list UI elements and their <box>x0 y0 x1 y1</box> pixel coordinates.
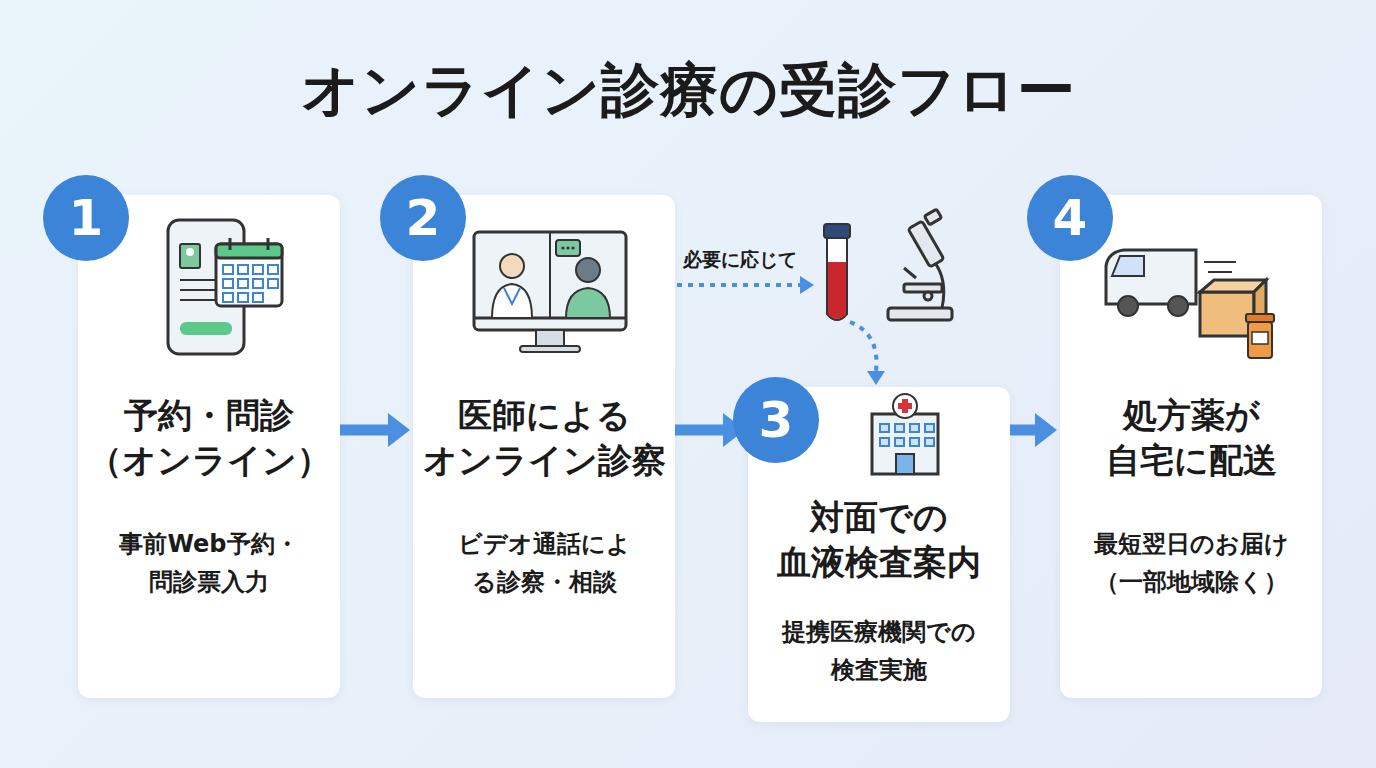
arrow-head <box>1035 413 1057 447</box>
callout-number: 1 <box>69 189 104 247</box>
step-description: ビデオ通話によ る診察・相談 <box>419 525 669 602</box>
step-heading: 対面での 血液検査案内 <box>754 495 1004 585</box>
arrow-head <box>867 371 885 385</box>
callout-number: 4 <box>1053 189 1088 247</box>
flow-arrow <box>677 276 885 385</box>
arrow-head <box>800 276 814 294</box>
edge-label: 必要に応じて <box>683 247 797 273</box>
process-box: 医師による オンライン診察ビデオ通話によ る診察・相談 <box>413 195 675 698</box>
step-number-circle: 1 <box>43 175 129 261</box>
step-heading: 予約・問診 （オンライン） <box>84 393 334 483</box>
diagram-title: オンライン診療の受診フロー <box>0 52 1376 130</box>
step-heading: 処方薬が 自宅に配送 <box>1066 393 1316 483</box>
flow-arrow <box>340 413 410 447</box>
test-tube-icon <box>824 224 850 320</box>
step-description: 最短翌日のお届け （一部地域除く） <box>1066 525 1316 602</box>
step-number-circle: 3 <box>733 377 819 463</box>
callout-number: 3 <box>759 391 794 449</box>
step-description: 事前Web予約・ 問診票入力 <box>84 525 334 602</box>
microscope-icon <box>888 209 952 320</box>
process-box: 処方薬が 自宅に配送最短翌日のお届け （一部地域除く） <box>1060 195 1322 698</box>
step-heading: 医師による オンライン診察 <box>419 393 669 483</box>
step-number-circle: 4 <box>1027 175 1113 261</box>
step-description: 提携医療機関での 検査実施 <box>754 613 1004 690</box>
flow-arrow <box>1010 413 1057 447</box>
callout-number: 2 <box>406 189 441 247</box>
arrow-head <box>388 413 410 447</box>
step-number-circle: 2 <box>380 175 466 261</box>
process-box: 予約・問診 （オンライン） 事前Web予約・ 問診票入力 <box>78 195 340 698</box>
